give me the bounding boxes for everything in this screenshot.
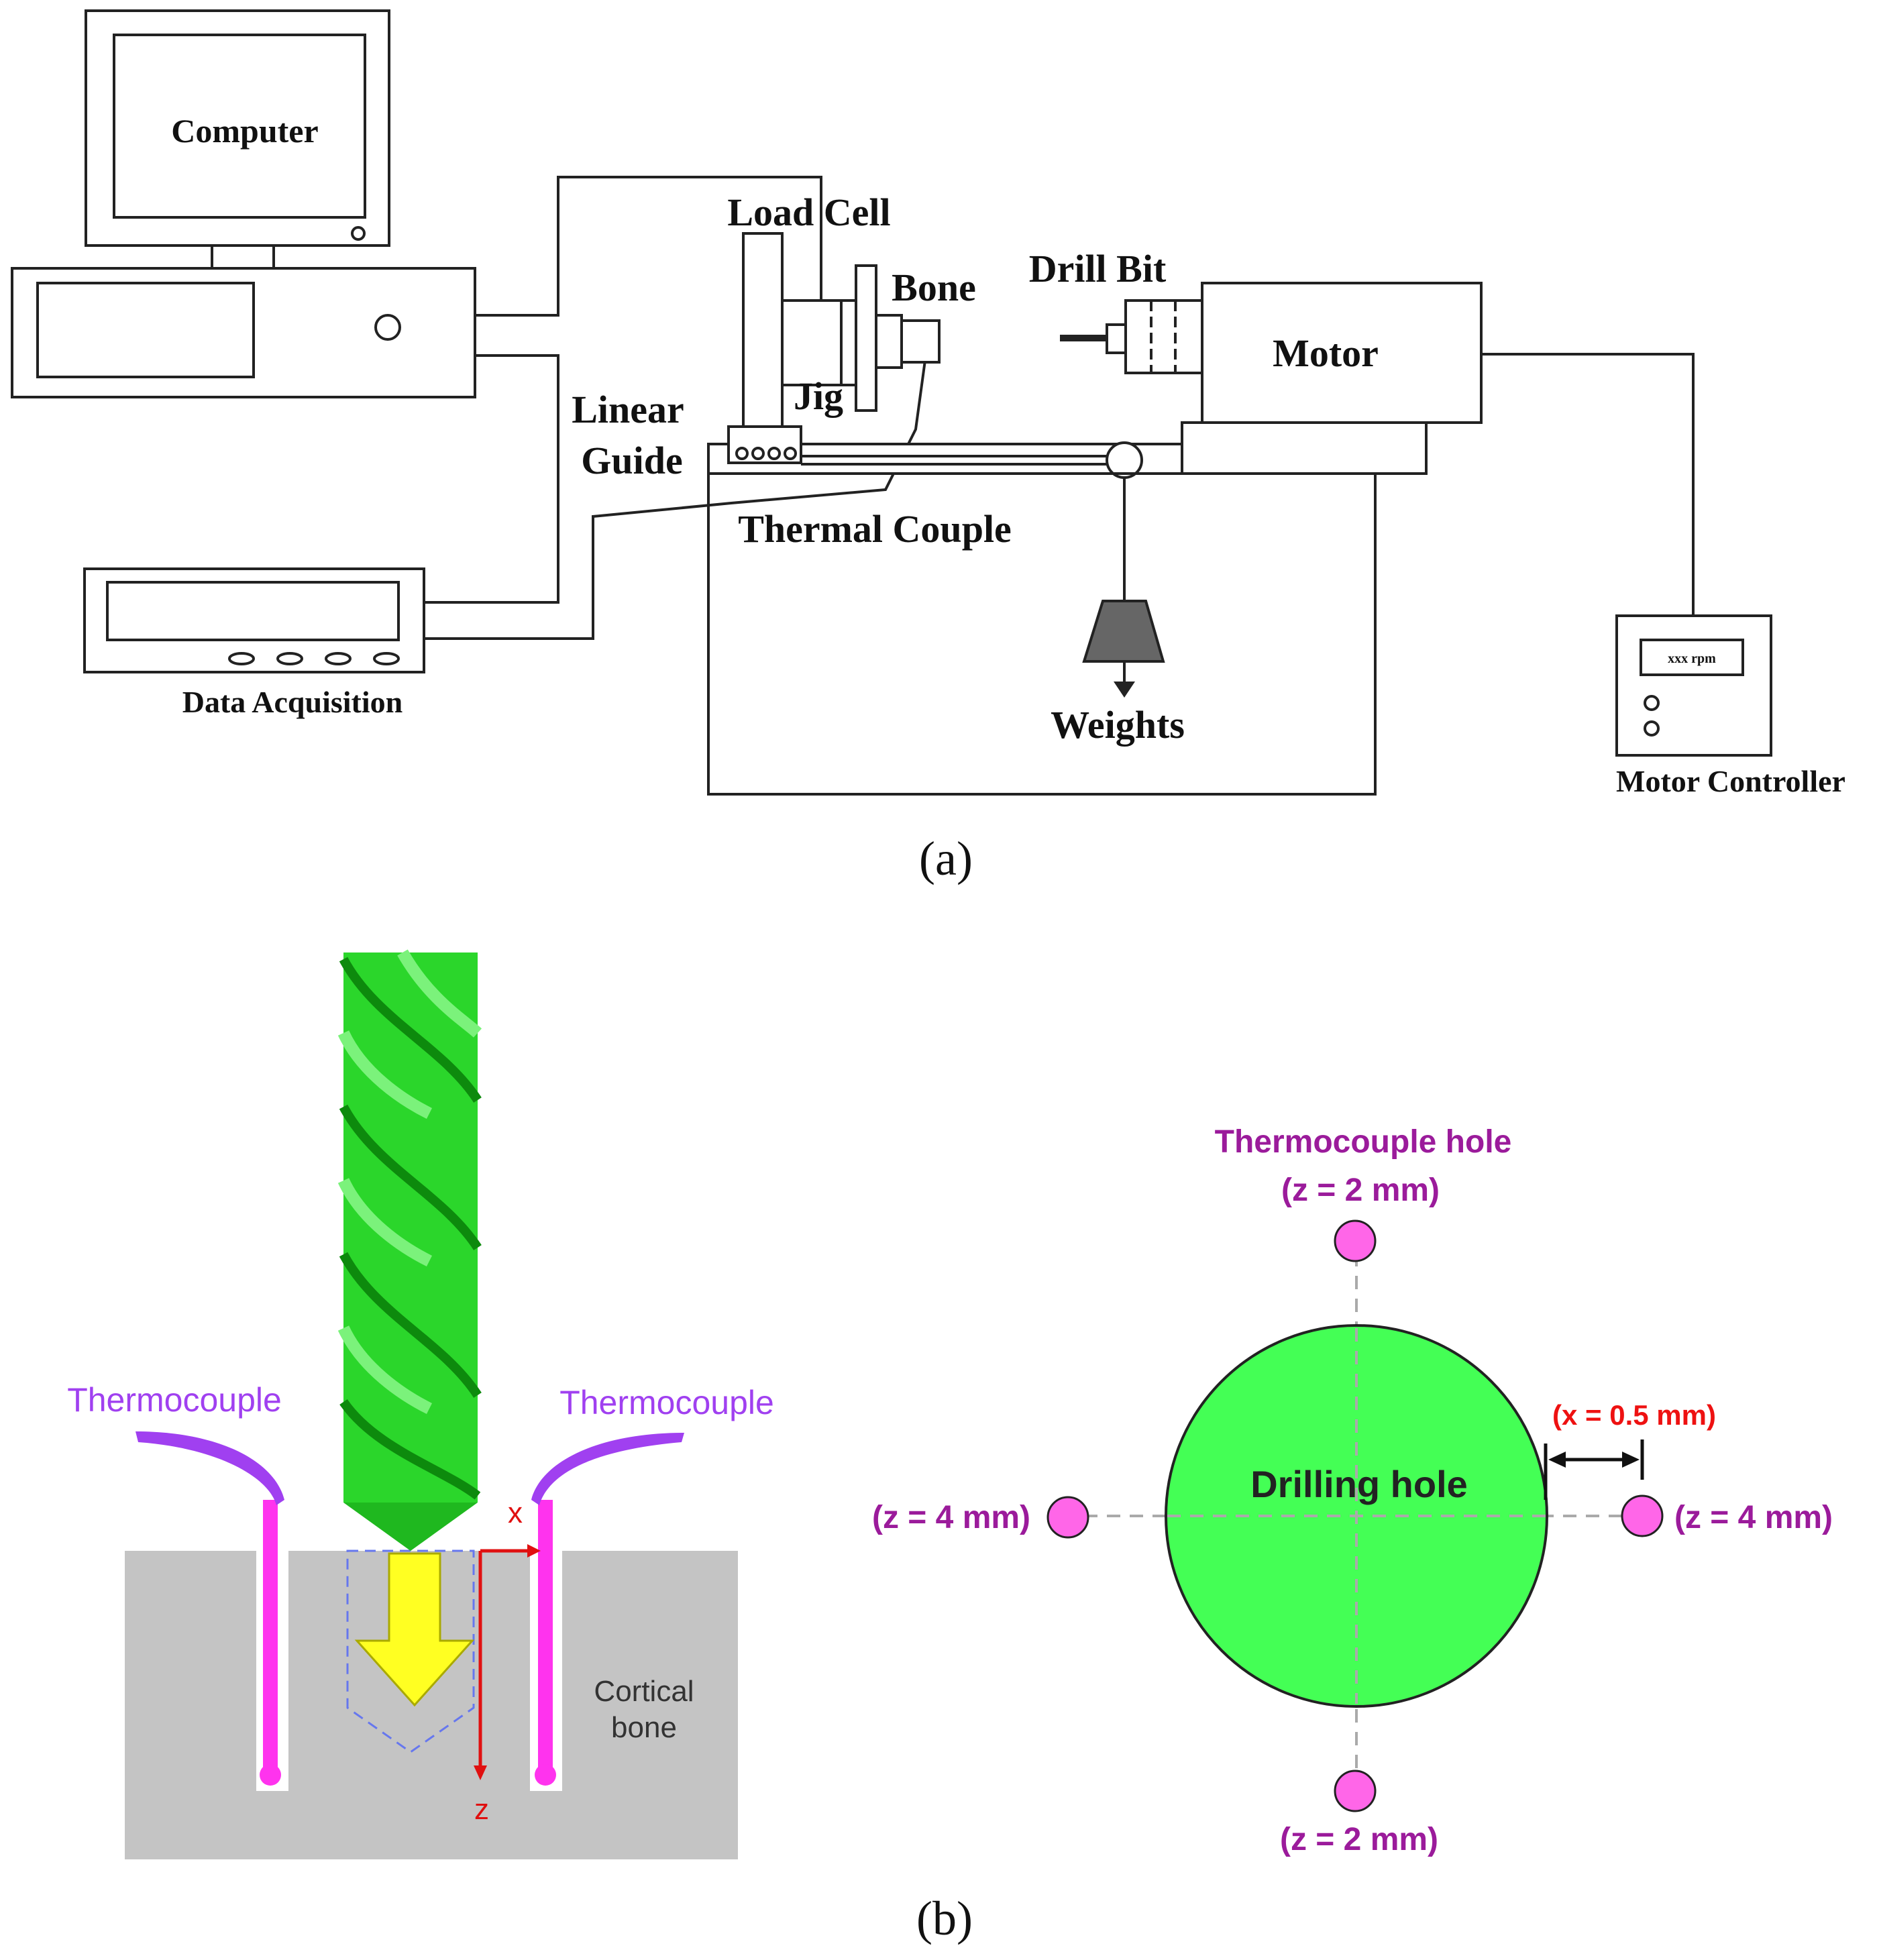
offset-dimension (1544, 1439, 1644, 1500)
panel-b-hole-layout: Drilling hole Thermocouple hole (z = 2 m… (872, 1124, 1833, 1857)
data-acquisition-unit (83, 567, 425, 673)
motor-controller-label: Motor Controller (1616, 764, 1845, 798)
data-acquisition-label: Data Acquisition (182, 685, 403, 719)
thermocouple-left-label: Thermocouple (67, 1381, 282, 1419)
left-depth-label: (z = 4 mm) (872, 1500, 1030, 1535)
panel-a-label: (a) (919, 832, 973, 885)
cortical-bone-label-1: Cortical (594, 1675, 694, 1708)
motor-controller (1615, 614, 1772, 757)
top-depth-label: (z = 2 mm) (1281, 1173, 1440, 1208)
feed-direction-arrow (354, 1552, 475, 1707)
thermocouple-right-label: Thermocouple (559, 1384, 774, 1421)
thermocouple-hole-right (1621, 1494, 1664, 1537)
drilling-hole-label: Drilling hole (1250, 1463, 1468, 1505)
thermocouple-hole-top (1334, 1219, 1377, 1262)
weights-label: Weights (1051, 703, 1185, 747)
axis-x-label: x (508, 1496, 523, 1529)
controller-display: xxx rpm (1668, 651, 1716, 666)
panel-b-label: (b) (916, 1892, 973, 1945)
linear-guide-label-2: Guide (581, 439, 683, 482)
thermal-couple-label: Thermal Couple (738, 507, 1012, 551)
thermocouple-hole-title: Thermocouple hole (1215, 1124, 1512, 1160)
jig-label: Jig (794, 374, 843, 418)
thermocouple-left (136, 1431, 284, 1786)
weights (1082, 478, 1165, 698)
coordinate-axes (474, 1544, 541, 1780)
linear-guide-label-1: Linear (572, 388, 684, 431)
panel-b-drilling-cross-section: Thermocouple Thermocouple x z Cortical b… (67, 949, 774, 1859)
thermocouple-hole-bottom (1334, 1770, 1377, 1812)
thermocouple-right (531, 1433, 684, 1786)
load-cell-label: Load Cell (727, 190, 890, 234)
bone-label: Bone (892, 266, 976, 309)
cortical-bone-label-2: bone (611, 1711, 677, 1744)
signal-wires (424, 176, 1695, 640)
axis-z-label: z (474, 1793, 489, 1826)
computer-case (11, 267, 476, 398)
computer-label: Computer (171, 112, 318, 150)
bottom-depth-label: (z = 2 mm) (1280, 1822, 1438, 1857)
offset-label: (x = 0.5 mm) (1552, 1399, 1716, 1431)
drill-bit-label: Drill Bit (1029, 247, 1167, 290)
panel-a-schematic: Computer Data Acquisition (11, 9, 1845, 885)
thermocouple-hole-left (1047, 1496, 1089, 1539)
right-depth-label: (z = 4 mm) (1674, 1500, 1833, 1535)
drill-bit (337, 949, 482, 1551)
motor-label: Motor (1273, 331, 1379, 375)
drill-hole-outline (346, 1549, 475, 1753)
computer-monitor (85, 9, 390, 270)
drill-motor-assembly (1060, 282, 1483, 475)
test-table (707, 472, 1377, 796)
